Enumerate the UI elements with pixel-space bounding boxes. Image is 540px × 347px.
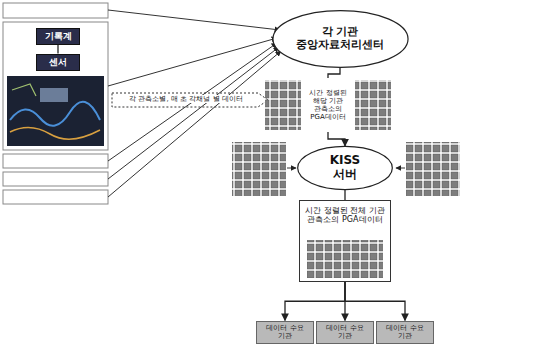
station-box xyxy=(3,190,108,204)
data-arrow xyxy=(108,38,277,86)
node-text: 각 기관 중앙자료처리센터 xyxy=(294,26,386,51)
connector xyxy=(57,45,58,54)
node-text: 시간 정렬된 전체 기관 관측소의 PGA데이터 xyxy=(303,205,387,225)
sensor-illustration xyxy=(10,127,100,139)
sensor-illustration xyxy=(12,84,36,96)
node-text: 데이터 수요 기관 xyxy=(320,324,370,340)
consumer-box: 데이터 수요 기관 xyxy=(256,321,314,344)
server-ellipse: KISS 서버 xyxy=(297,146,393,190)
node-text: 데이터 수요 기관 xyxy=(260,324,310,340)
consumer-box: 데이터 수요 기관 xyxy=(316,321,374,344)
band-label-text: 각 관측소별, 매 초 각채널 별 데이터 xyxy=(127,95,245,103)
connector xyxy=(328,132,345,146)
connector xyxy=(344,190,345,200)
station-box xyxy=(3,172,108,186)
connector xyxy=(285,282,345,321)
sensor-illustration xyxy=(40,88,68,102)
sensor-illustration xyxy=(7,76,104,146)
data-block: 시간 정렬된 전체 기관 관측소의 PGA데이터 xyxy=(299,200,391,282)
node-text: 시간 정렬된 해당 기관 관측소의 PGA데이터 xyxy=(301,88,355,122)
connector xyxy=(328,68,340,78)
station-box xyxy=(3,3,108,18)
station-box xyxy=(3,154,108,168)
data-grid xyxy=(355,80,391,130)
data-arrow xyxy=(287,168,296,169)
ellipse-outline xyxy=(298,146,393,189)
data-block: 시간 정렬된 해당 기관 관측소의 PGA데이터 xyxy=(262,78,394,132)
device-box: 센서 xyxy=(36,54,80,71)
consumer-box: 데이터 수요 기관 xyxy=(376,321,434,344)
sensor-illustration xyxy=(10,102,100,126)
data-arrow xyxy=(396,168,405,169)
data-grid xyxy=(232,142,286,196)
ellipse-outline xyxy=(272,11,407,68)
node-text: 센서 xyxy=(49,57,67,67)
node-text: 기록계 xyxy=(45,31,72,41)
server-ellipse: 각 기관 중앙자료처리센터 xyxy=(272,10,409,68)
node-text: KISS 서버 xyxy=(325,154,365,182)
data-arrow xyxy=(108,10,280,30)
connector xyxy=(345,282,405,321)
data-grid xyxy=(307,240,383,278)
station-box xyxy=(3,22,108,150)
device-box: 기록계 xyxy=(36,28,80,45)
data-grid xyxy=(265,80,301,130)
node-text: 데이터 수요 기관 xyxy=(380,324,430,340)
data-band xyxy=(112,93,268,107)
band-label: 각 관측소별, 매 초 각채널 별 데이터 xyxy=(114,95,258,103)
data-grid xyxy=(406,142,460,196)
